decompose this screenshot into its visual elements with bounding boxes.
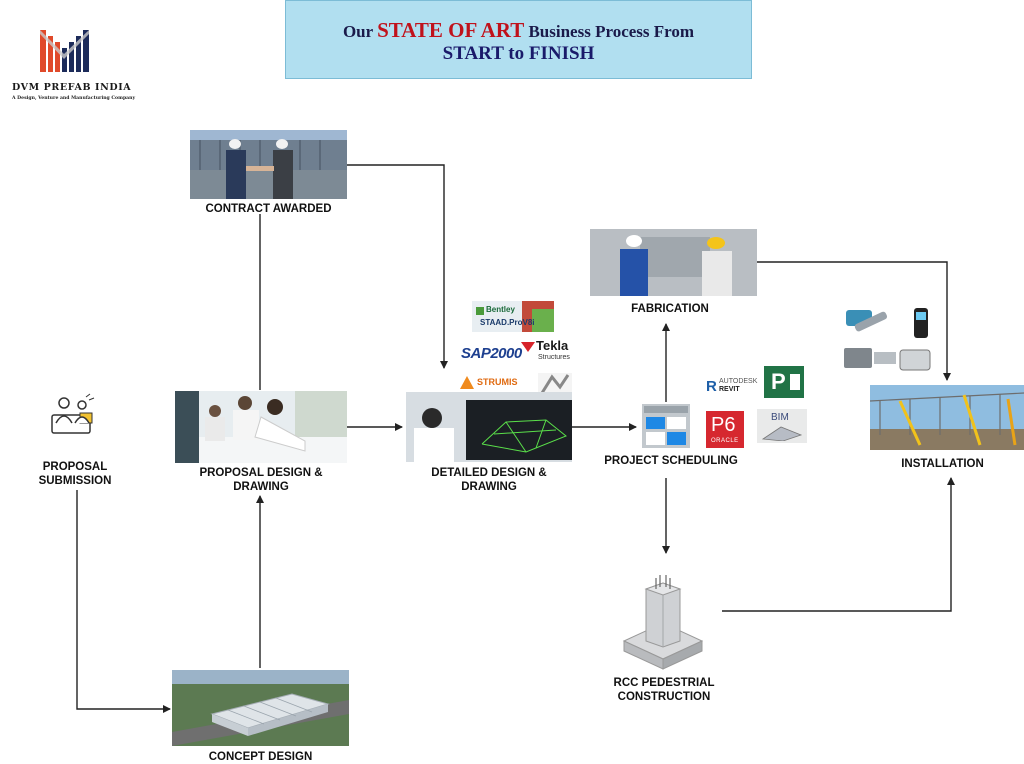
fabrication-photo [590, 229, 757, 296]
project-scheduling-icon [642, 404, 690, 448]
installation-photo [870, 385, 1024, 450]
staad-vendor: Bentley [486, 305, 515, 314]
logo-name: DVM PREFAB INDIA [12, 82, 132, 93]
label-proposal-design: PROPOSAL DESIGN & DRAWING [199, 467, 323, 493]
concept-design-photo [172, 670, 349, 746]
staad-name: STAAD.ProV8i [480, 318, 535, 327]
rcc-pedestal-image [620, 575, 706, 671]
autodesk-revit-logo: R AUTODESK REVIT [706, 378, 758, 395]
proposal-submission-icon [46, 393, 102, 443]
banner-highlight: STATE OF ART [377, 18, 525, 42]
header-banner: Our STATE OF ART Business Process From S… [285, 0, 752, 79]
connector-contract-to-detailed [347, 164, 448, 369]
banner-title: Our STATE OF ART Business Process From [286, 18, 751, 43]
bim-logo: BIM [757, 409, 807, 443]
label-detailed-design: DETAILED DESIGN & DRAWING [431, 467, 547, 493]
tekla-logo: Tekla Structures [521, 338, 573, 366]
staad-pro-logo: Bentley STAAD.ProV8i [472, 301, 554, 332]
connector-rcc-to-installation [722, 477, 955, 612]
company-logo: DVM PREFAB INDIA A Design, Venture and M… [12, 26, 135, 106]
strumis-logo: STRUMIS [460, 375, 524, 391]
ms-project-letter: P [771, 369, 786, 394]
ms-project-logo: P [764, 366, 804, 398]
proposal-design-photo [175, 391, 347, 463]
connector-fabrication-to-installation [757, 261, 951, 381]
connector-submission-to-concept [76, 490, 171, 713]
label-installation: INSTALLATION [901, 458, 984, 470]
bim-text: BIM [771, 412, 789, 423]
label-concept-design: CONCEPT DESIGN [208, 751, 313, 763]
tekla-name: Tekla [536, 338, 569, 353]
software-3d-icon [538, 373, 572, 395]
revit-text: REVIT [719, 386, 740, 393]
strumis-name: STRUMIS [477, 377, 518, 387]
label-project-scheduling: PROJECT SCHEDULING [604, 455, 738, 467]
banner-subtitle: START to FINISH [442, 43, 595, 64]
label-fabrication: FABRICATION [631, 303, 709, 315]
logo-mark-icon [40, 30, 89, 72]
tekla-sub: Structures [538, 354, 570, 361]
label-proposal-submission: PROPOSAL SUBMISSION [38, 461, 112, 487]
banner-suffix: Business Process From [524, 22, 695, 41]
sap2000-logo: SAP2000 [461, 345, 522, 362]
contract-photo [190, 130, 347, 199]
label-contract-awarded: CONTRACT AWARDED [205, 203, 332, 215]
detailed-design-photo [406, 392, 572, 462]
label-rcc-construction: RCC PEDESTRIAL CONSTRUCTION [613, 677, 715, 703]
logo-tagline: A Design, Venture and Manufacturing Comp… [12, 96, 136, 101]
p6-text: P6 [711, 414, 736, 436]
oracle-text: ORACLE [711, 438, 739, 444]
banner-prefix: Our [342, 22, 378, 41]
primavera-p6-logo: P6 ORACLE [706, 411, 744, 448]
autodesk-text: AUTODESK [719, 378, 758, 385]
installation-tools-image [840, 306, 936, 380]
